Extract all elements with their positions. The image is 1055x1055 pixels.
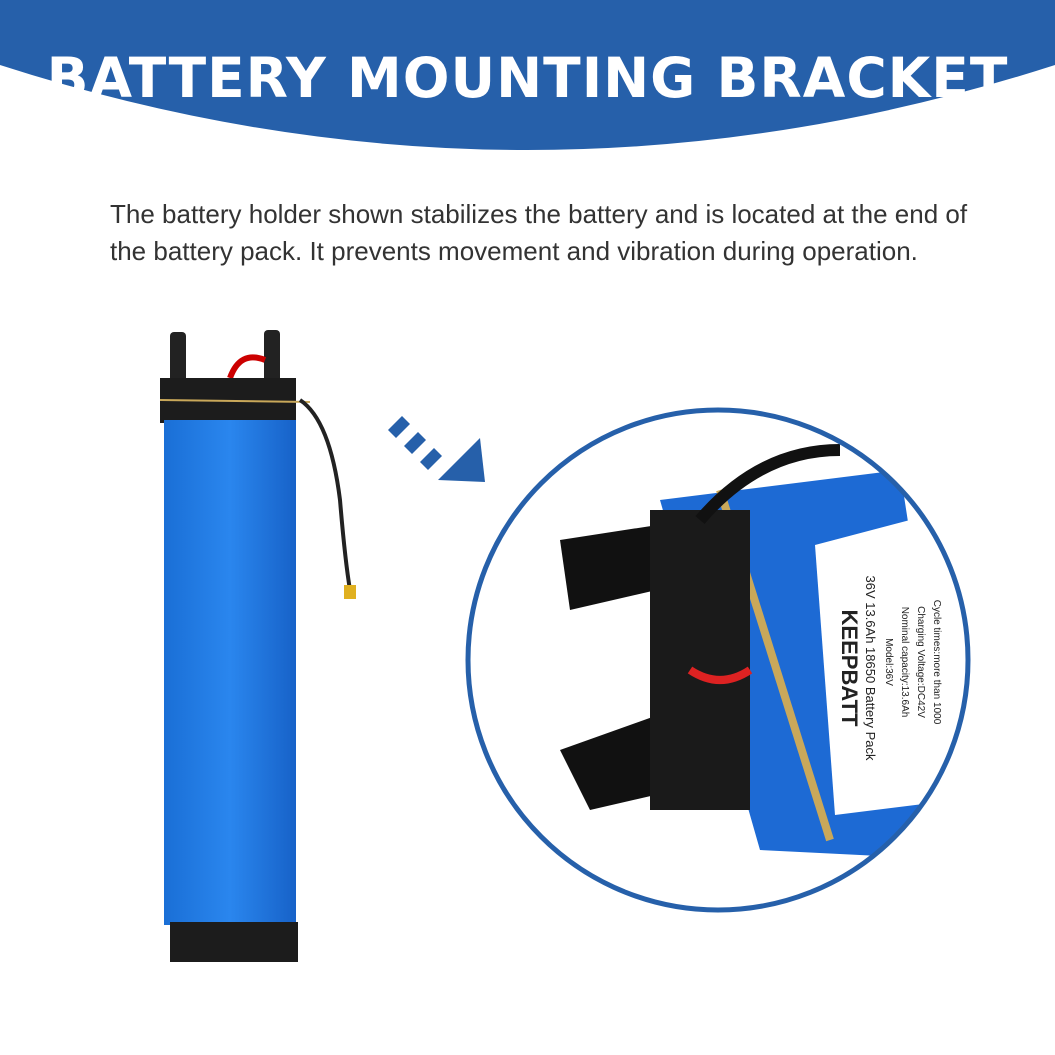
label-model: Model:36V <box>883 638 894 686</box>
header-banner <box>0 0 1055 150</box>
label-capacity: Nominal capacity:13.6Ah <box>899 607 910 718</box>
label-cycles: Cycle times:more than 1000 <box>931 600 942 725</box>
label-brand: KEEPBATT <box>837 610 862 727</box>
page-title: BATTERY MOUNTING BRACKET <box>46 46 1009 110</box>
label-voltage: Charging Voltage:DC42V <box>915 606 926 718</box>
zoom-detail-circle: KEEPBATT 36V 13.6Ah 18650 Battery Pack M… <box>465 407 971 913</box>
diagonal-arrow-icon <box>388 416 485 482</box>
label-line1: 36V 13.6Ah 18650 Battery Pack <box>863 575 878 761</box>
description: The battery holder shown stabilizes the … <box>110 199 968 266</box>
battery-pack <box>159 330 356 962</box>
